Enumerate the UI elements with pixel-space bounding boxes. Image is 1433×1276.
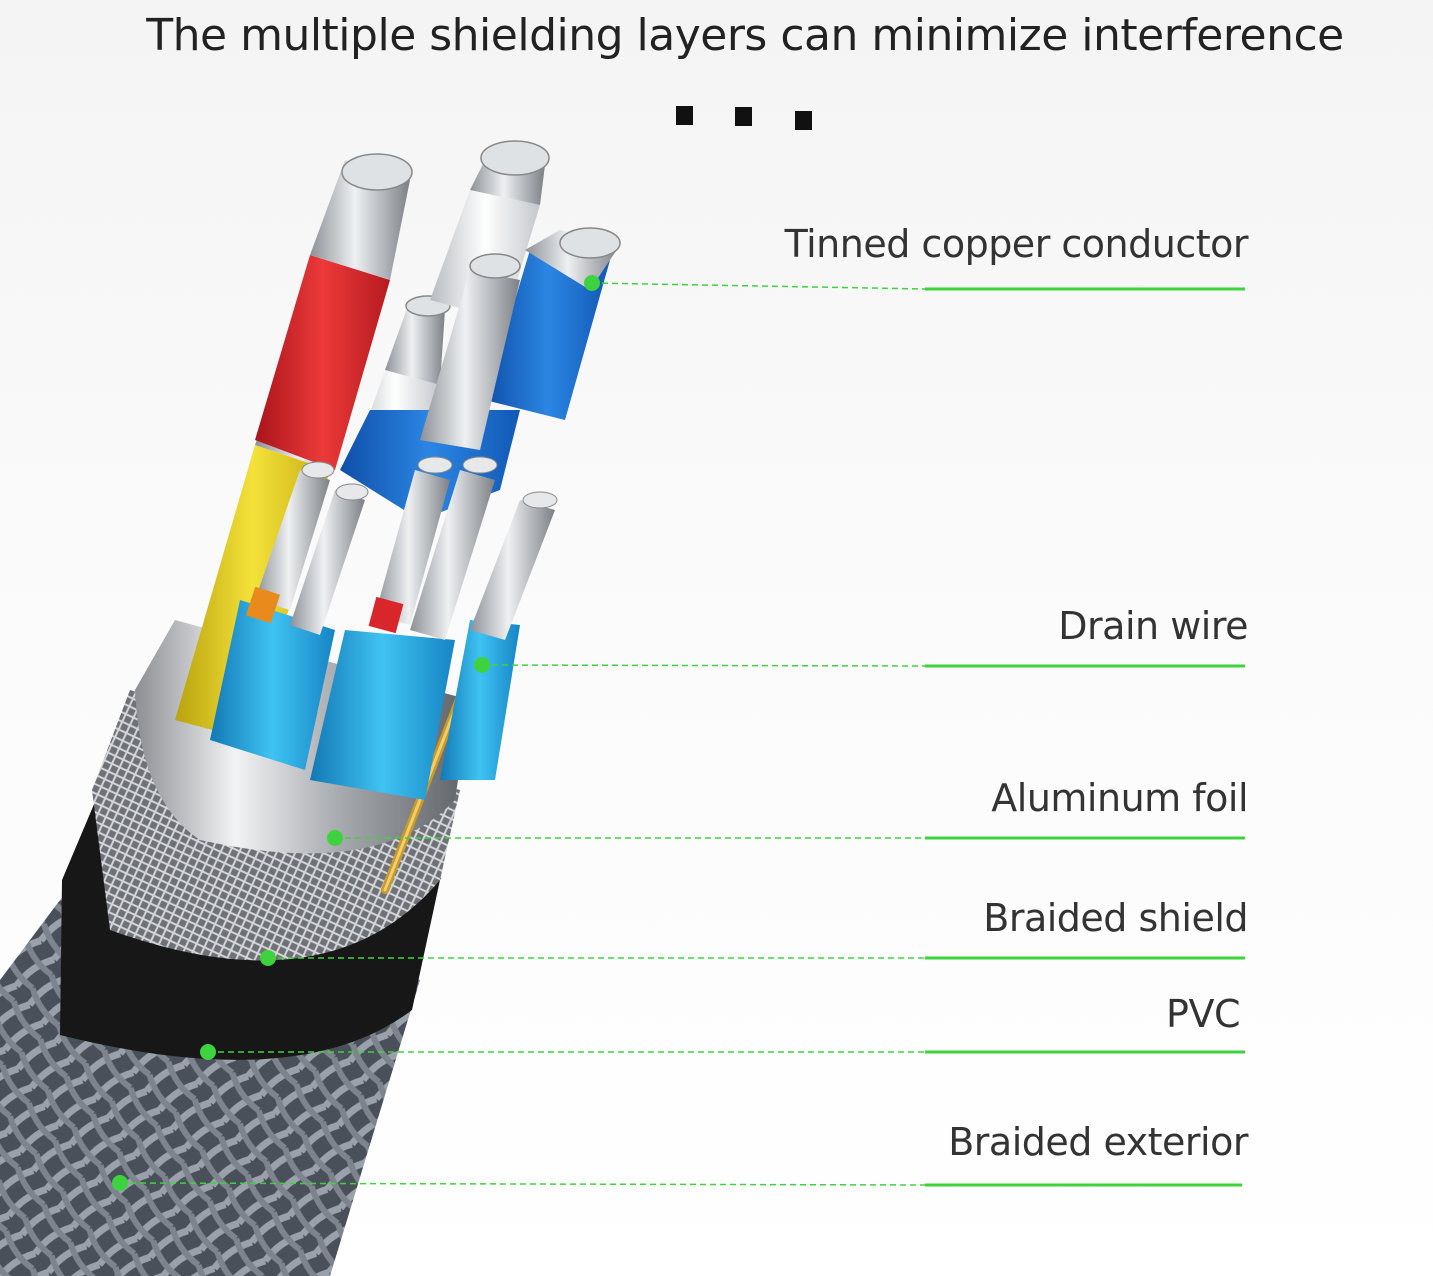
callout-shield (260, 950, 1245, 966)
callout-foil (327, 830, 1245, 846)
shielded-pair-right (440, 491, 558, 780)
headline: The multiple shielding layers can minimi… (146, 10, 1344, 61)
label-braided-shield: Braided shield (983, 896, 1248, 940)
callout-conductor (584, 275, 1245, 291)
label-pvc: PVC (1166, 992, 1240, 1036)
label-aluminum-foil: Aluminum foil (991, 776, 1248, 820)
shielded-pair-left (210, 461, 369, 770)
shielded-pair-middle (310, 456, 498, 800)
label-drain-wire: Drain wire (1058, 604, 1248, 648)
label-tinned-copper-conductor: Tinned copper conductor (784, 222, 1249, 266)
callout-pvc (200, 1044, 1245, 1060)
label-braided-exterior: Braided exterior (948, 1120, 1248, 1164)
red-wire (255, 153, 413, 470)
callout-drain (474, 657, 1245, 673)
callout-exterior (112, 1175, 1242, 1191)
